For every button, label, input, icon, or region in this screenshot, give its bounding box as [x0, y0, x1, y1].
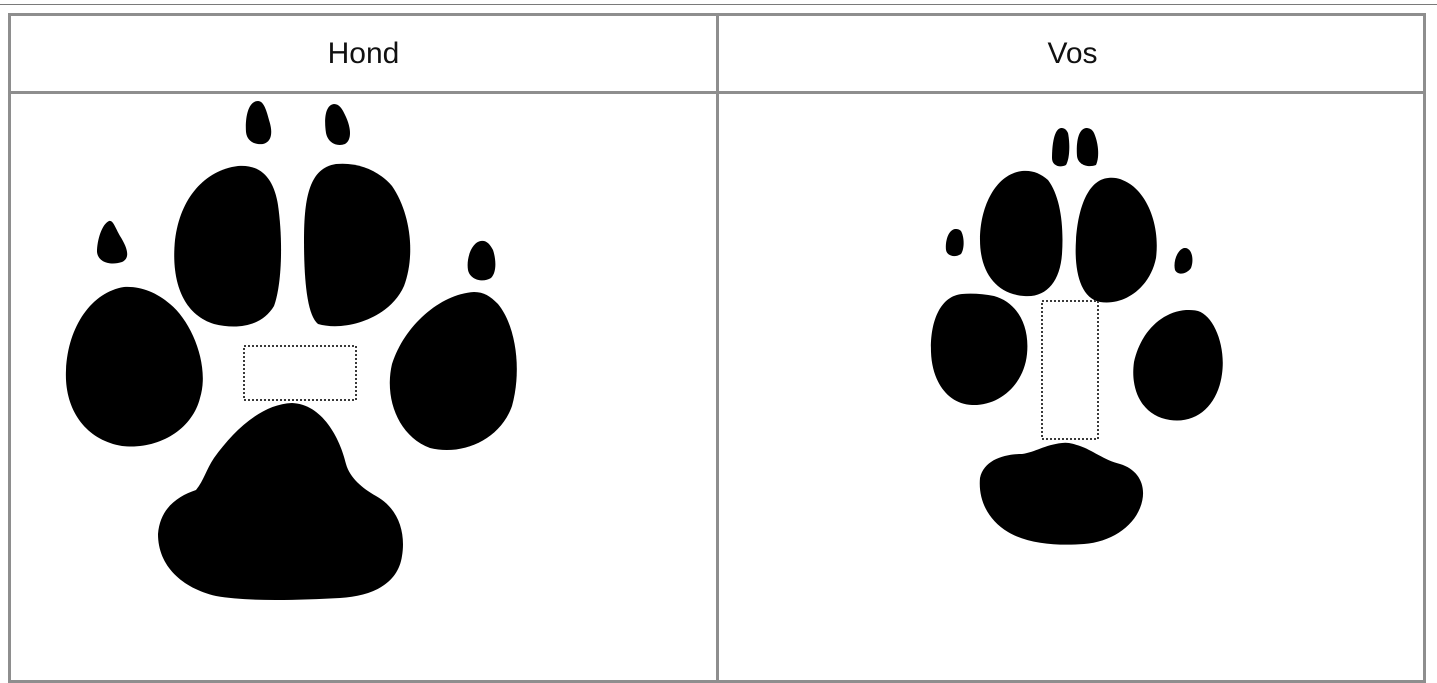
dog-toe-pad	[174, 166, 281, 327]
fox-claw	[1052, 128, 1069, 166]
fox-toe-pad	[931, 294, 1027, 405]
fox-toe-pad	[1133, 310, 1223, 421]
fox-claw	[1077, 128, 1098, 166]
dog-toe-pad	[390, 292, 517, 450]
dog-measurement-box	[244, 346, 356, 400]
fox-claw	[946, 229, 964, 256]
dog-toe-pad	[304, 164, 410, 327]
fox-toe-pad	[980, 171, 1062, 296]
dog-toe-pad	[66, 287, 203, 447]
fox-measurement-box	[1042, 301, 1098, 439]
fox-paw-print	[931, 128, 1223, 545]
dog-main-pad	[158, 403, 403, 600]
dog-claw	[97, 221, 127, 264]
fox-main-pad	[980, 443, 1143, 545]
dog-claw	[325, 104, 350, 145]
fox-toe-pad	[1076, 178, 1157, 303]
dog-claw	[246, 101, 271, 144]
dog-paw-print	[66, 101, 517, 600]
dog-claw	[468, 241, 496, 281]
fox-claw	[1174, 248, 1192, 274]
paw-prints-illustration	[0, 0, 1437, 665]
